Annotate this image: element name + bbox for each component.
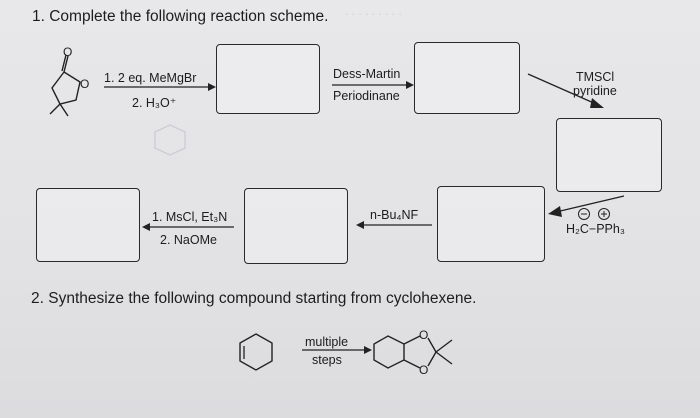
target-spiro-ketal-structure: O O [373, 328, 453, 377]
step1-arrow [104, 83, 216, 91]
bleed-through-structure [150, 120, 230, 165]
bleed-through-text: . . . . . . . . . [345, 4, 402, 18]
step4-reagent: H₂C−PPh₃ [566, 222, 625, 236]
step3-arrow [527, 73, 604, 108]
answer-box-1[interactable] [216, 44, 320, 114]
step5-arrow [356, 221, 432, 229]
cyclohexene-structure [239, 333, 273, 371]
q2-arrow-label-2: steps [312, 353, 342, 367]
step6-arrow [142, 223, 234, 231]
answer-box-2[interactable] [414, 42, 520, 114]
step3-reagent-1: TMSCl [576, 70, 615, 84]
ghost-hexagon-icon [154, 124, 186, 156]
step6-reagent-2: 2. NaOMe [160, 233, 217, 247]
step3-reagent-2: pyridine [573, 84, 617, 98]
step1-reagent-1: 1. 2 eq. MeMgBr [104, 71, 197, 85]
starting-lactone-structure: O O [49, 45, 89, 117]
q2-arrow-label-1: multiple [305, 335, 349, 349]
q2-arrow [302, 346, 372, 354]
step2-reagent-1: Dess-Martin [333, 67, 401, 81]
answer-box-6[interactable] [36, 188, 140, 262]
step4-arrow [548, 195, 625, 217]
step5-reagent: n-Bu₄NF [370, 208, 419, 222]
svg-text:O: O [419, 328, 428, 342]
question-2-title: 2. Synthesize the following compound sta… [31, 290, 477, 307]
answer-box-4[interactable] [437, 186, 545, 262]
step1-reagent-2: 2. H₃O⁺ [132, 96, 177, 110]
svg-text:O: O [419, 363, 428, 377]
question-1-title: 1. Complete the following reaction schem… [32, 8, 329, 25]
svg-text:O: O [80, 77, 89, 91]
ylide-charges [578, 208, 610, 220]
step6-reagent-1: 1. MsCl, Et₃N [152, 210, 228, 224]
answer-box-3[interactable] [556, 118, 662, 192]
svg-text:O: O [63, 45, 72, 59]
answer-box-5[interactable] [244, 188, 348, 264]
step2-arrow [332, 81, 414, 89]
step2-reagent-2: Periodinane [333, 89, 400, 103]
